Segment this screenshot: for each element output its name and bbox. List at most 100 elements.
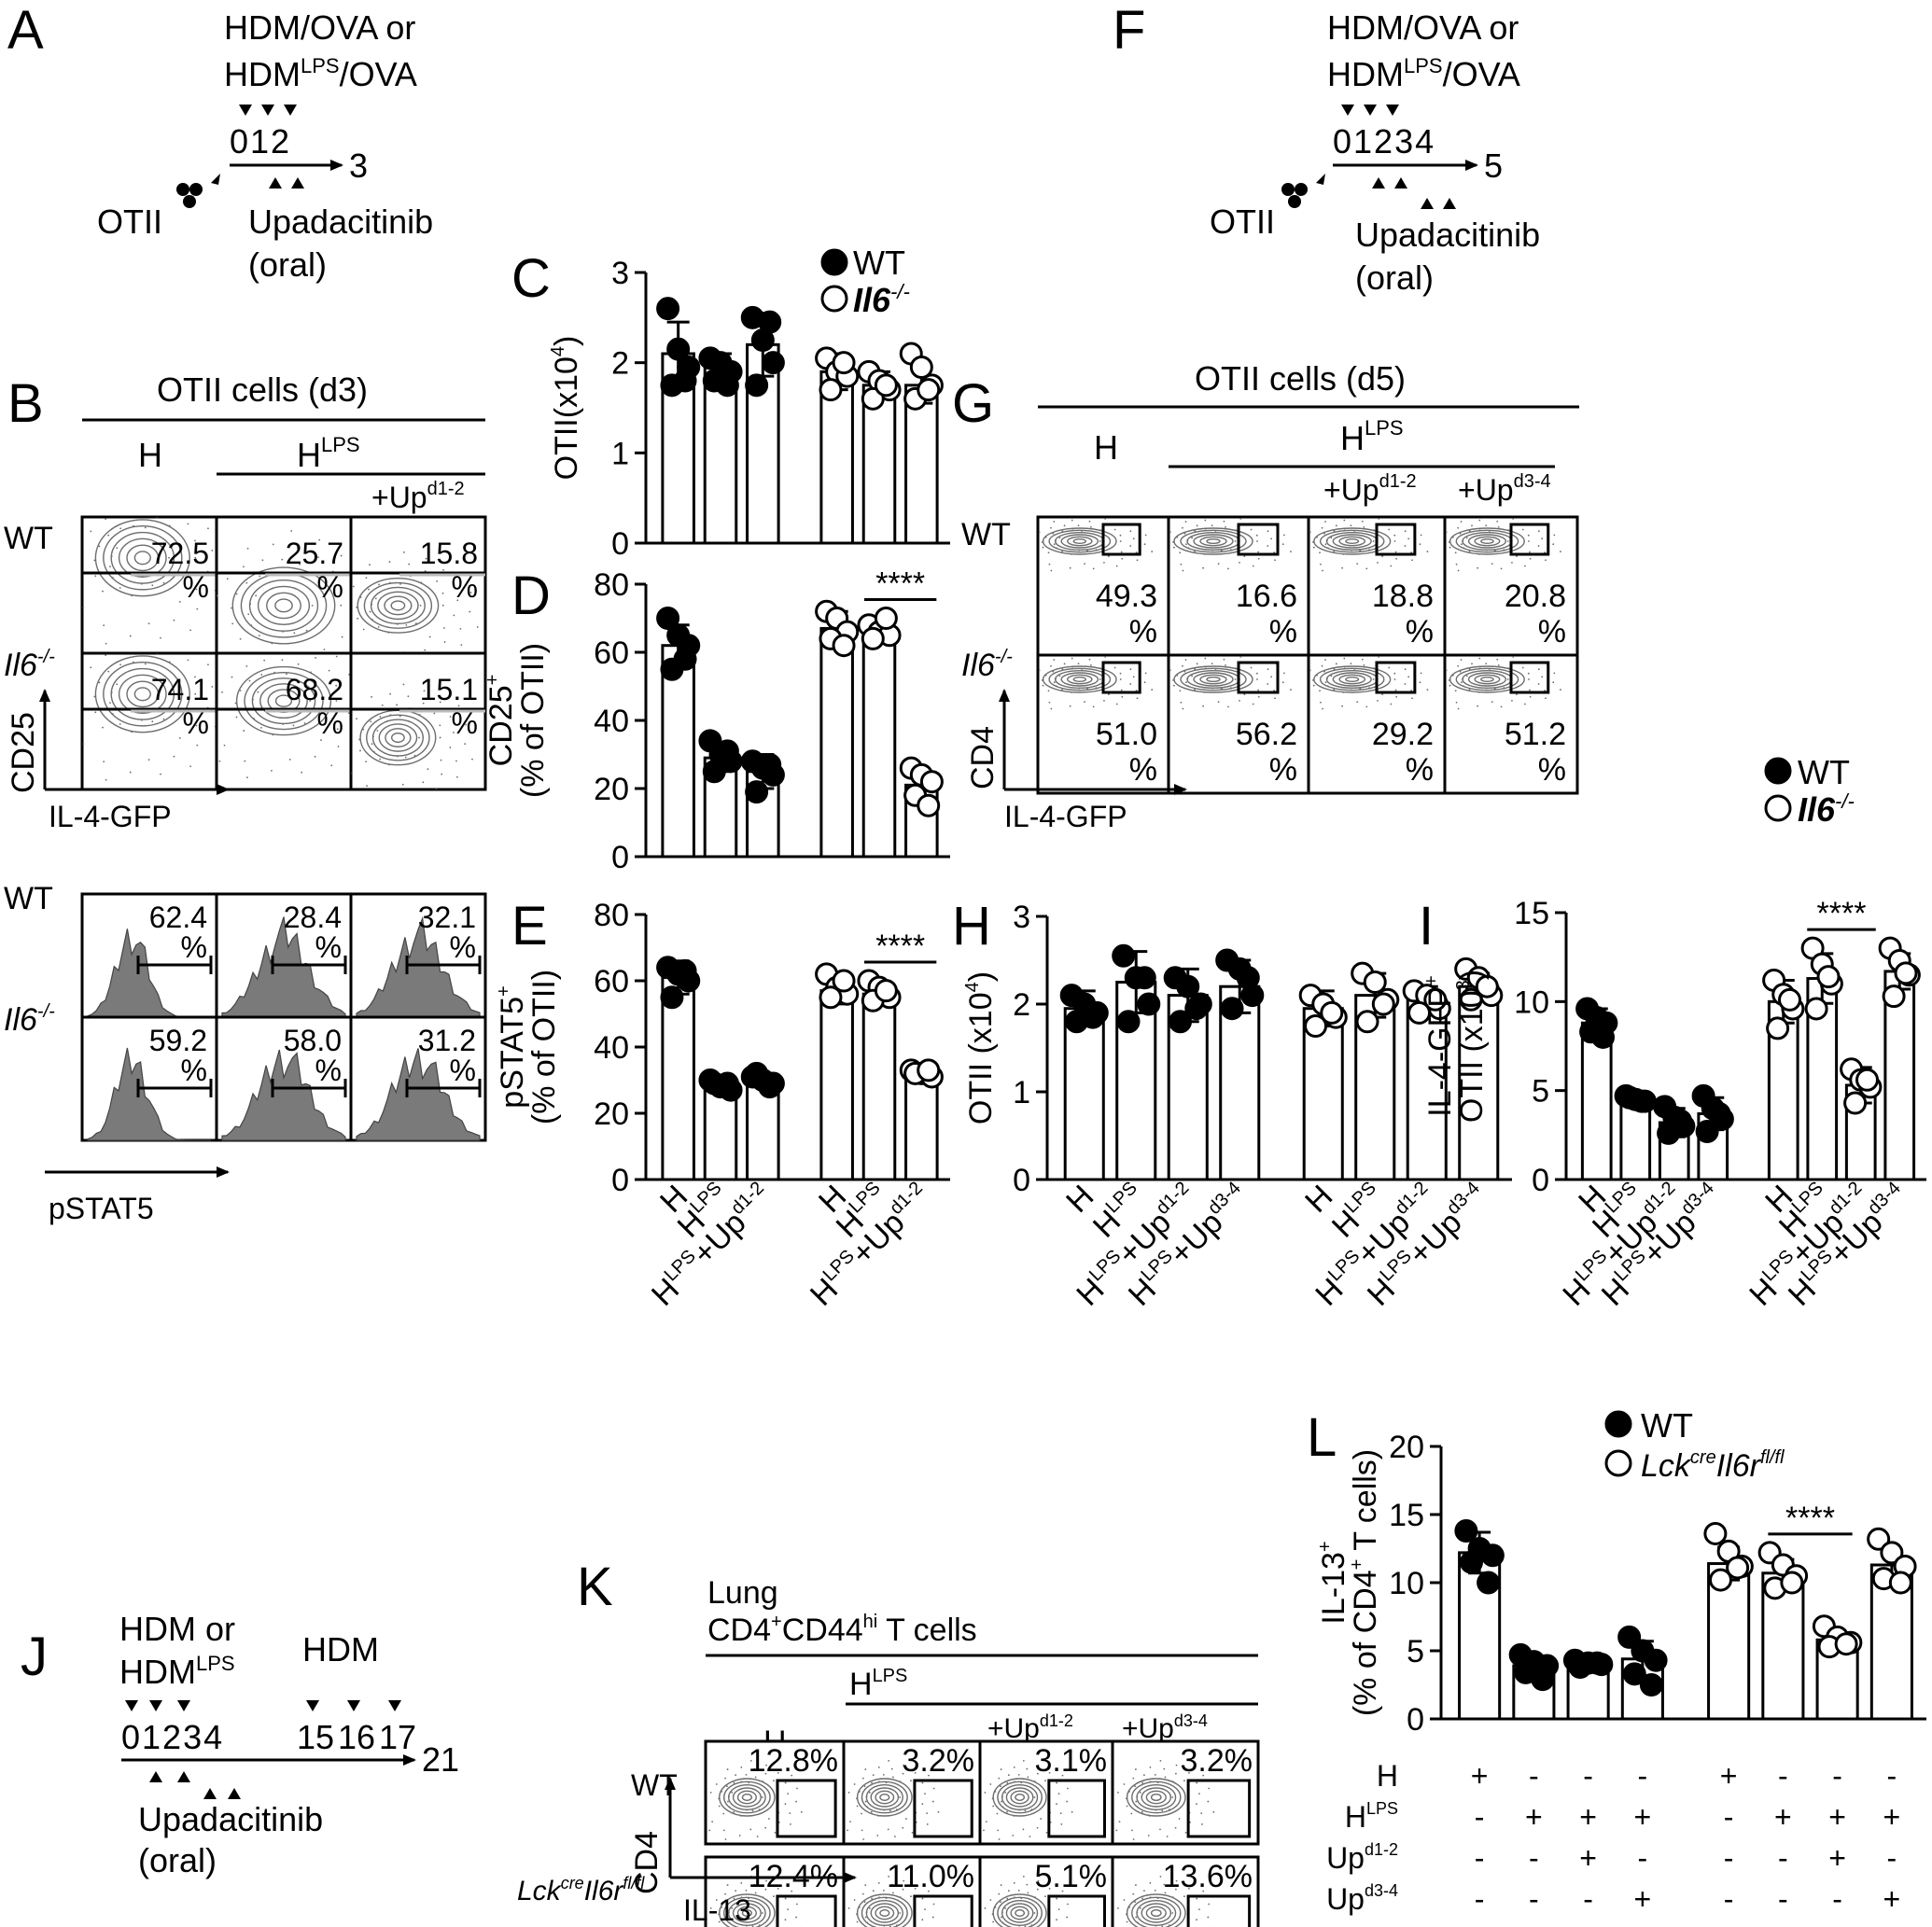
gate-box [913,1779,973,1838]
flow-percent: 51.2 [1505,717,1566,752]
gate-box [1509,523,1550,556]
data-point [673,647,697,671]
flow-percent: 68.2 [286,673,343,706]
gate-box [1047,1894,1106,1927]
panel-f-schematic: F HDM/OVA or HDMLPS/OVA 01234 5 OTII Upa… [1113,0,1540,297]
data-point [1669,1109,1693,1133]
panel-k-contour-grid: 12.8%3.2%3.1%3.2%12.4%11.0%5.1%13.6% [704,1739,1260,1927]
data-point [1880,1541,1904,1565]
legend-ko-marker [820,285,848,313]
data-point [1695,1120,1719,1144]
data-point [832,969,856,993]
gate-box [1186,1894,1252,1927]
data-point [1585,1651,1609,1675]
panel-j-drug-label: Upadacitinib [138,1800,323,1838]
panel-g-contour-grid: 49.3%16.6%18.8%20.8%51.0%56.2%29.2%51.2% [1036,515,1579,795]
bar [703,366,738,545]
data-point [758,310,782,334]
gate-box [1047,1779,1106,1838]
panel-b-histogram-grid: 62.4%28.4%32.1%59.2%58.0%31.2% [80,892,487,1142]
data-point [1639,1673,1663,1697]
panel-g-col-hlps: HLPS [1340,416,1404,457]
flow-percent: 18.8 [1372,579,1434,614]
flow-percent: 32.1 [418,901,476,934]
table-mark: - [1638,1841,1648,1875]
data-point [673,958,697,983]
panel-letter-d: D [511,566,551,626]
table-mark: + [1471,1759,1489,1793]
histogram-b-r1-c3: 32.1% [349,892,487,1019]
panel-letter-b: B [7,373,44,434]
gate-box [1375,661,1417,694]
flow-percent-sign: % [1538,752,1566,788]
panel-k-title-line1: Lung [707,1575,778,1611]
flow-percent-sign: % [1129,752,1157,788]
panel-a-cells-label: OTII [97,202,162,241]
data-point [1816,965,1841,989]
panel-g-row-wt: WT [961,517,1011,552]
flow-percent: 11.0% [887,1859,974,1894]
panel-j-day-labels: 01234 [121,1718,224,1756]
panel-k-x-axis-label: IL-13 [683,1893,751,1927]
y-tick-label: 20 [1389,1430,1424,1465]
y-axis-label-line2: (% of OTII) [515,643,551,798]
gate-box [776,1779,837,1838]
histogram-b-r1-c2: 28.4% [215,892,353,1019]
data-point [1236,966,1260,990]
table-mark: - [1778,1882,1788,1916]
legend-wt-il6-right: WT Il6-/- [1764,753,1855,829]
panel-g-col-up2: +Upd3-4 [1458,471,1551,507]
y-tick-label: 0 [1532,1163,1549,1198]
flow-percent: 58.0 [284,1024,342,1057]
y-tick-label: 60 [594,964,629,999]
panel-a-schematic: A HDM/OVA or HDMLPS/OVA 012 3 OTII Upada… [7,0,433,284]
flow-percent-sign: % [183,570,209,604]
y-axis-label: OTII(x104) [548,336,584,481]
panel-letter-l: L [1307,1407,1337,1468]
data-point [1894,961,1918,985]
panel-b-title: OTII cells (d3) [157,370,368,409]
data-point [715,739,739,763]
flow-plot-b-r2-c1 [80,651,218,791]
data-point [758,1075,782,1099]
flow-plot-k-r2-c1 [704,1855,846,1927]
panel-b-row-ko: Il6-/- [4,647,55,683]
bar [1063,1007,1105,1181]
bar [1406,998,1448,1181]
histogram-b-r2-c2: 58.0% [215,1015,353,1142]
flow-percent: 16.6 [1236,579,1297,614]
table-mark: - [1887,1759,1897,1793]
y-tick-label: 0 [1013,1163,1030,1198]
gate-box [1237,661,1280,694]
panel-b-hist-axis-label: pSTAT5 [49,1192,154,1225]
y-tick-label: 2 [1013,987,1030,1023]
panel-j-drug-arrowheads [149,1771,241,1799]
table-mark: + [1720,1759,1738,1793]
panel-a-drug-label: Upadacitinib [248,202,433,241]
legend-lck: WT LckcreIl6rfl/fl [1604,1406,1785,1484]
flow-percent: 12.8% [749,1743,838,1779]
data-point [1531,1668,1555,1692]
flow-percent-sign: % [1269,614,1297,649]
bar [861,992,897,1181]
data-point [656,297,680,321]
data-point [745,780,769,804]
data-point [1304,1014,1328,1038]
flow-percent: 72.5 [151,537,209,570]
table-row-label: Upd3-4 [1326,1881,1398,1916]
data-point [1867,1527,1891,1551]
panel-b-flow: B OTII cells (d3) H HLPS +Upd1-2 WT Il6-… [4,370,487,1225]
histogram-b-r2-c3: 31.2% [349,1015,487,1142]
flow-plot-k-r1-c1 [704,1739,846,1846]
table-mark: + [1579,1800,1597,1834]
panel-letter-e: E [511,896,548,957]
flow-percent: 3.2% [903,1743,975,1779]
data-point [1726,1556,1750,1580]
panel-f-drug-arrowheads [1372,177,1456,209]
bar [661,644,695,859]
legend-wt-il6-top: WT Il6-/- [820,244,910,319]
bar [819,626,854,859]
